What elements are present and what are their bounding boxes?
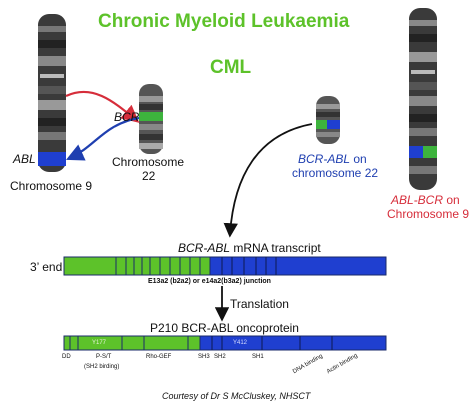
domain-ps-t: P-S/T bbox=[96, 354, 112, 360]
abl-bcr-chromosome-9 bbox=[409, 8, 437, 190]
y177-label: Y177 bbox=[92, 340, 107, 346]
domain-dd: DD bbox=[62, 354, 71, 360]
domain-sh2-binding: (SH2 birding) bbox=[84, 364, 120, 370]
bcr-band bbox=[139, 112, 163, 121]
page-subtitle: CML bbox=[210, 57, 252, 78]
transcript-gene-name: BCR-ABL bbox=[178, 241, 231, 255]
domain-rho-gef: Rho-GEF bbox=[146, 354, 172, 360]
abl-bcr-on-text: on bbox=[443, 193, 460, 207]
chromosome-22-label-line1: Chromosome bbox=[112, 155, 185, 169]
credit-line: Courtesy of Dr S McCluskey, NHSCT bbox=[162, 391, 311, 401]
mrna-transcript-bar bbox=[63, 256, 387, 276]
domain-sh2: SH2 bbox=[214, 354, 226, 360]
bcr-abl-gene-name: BCR-ABL bbox=[298, 152, 351, 166]
bcr-abl-chr22-label-line1: BCR-ABL on bbox=[298, 153, 367, 165]
abl-bcr-gene-name: ABL-BCR bbox=[391, 193, 444, 207]
page-title: Chronic Myeloid Leukaemia bbox=[98, 11, 350, 32]
transcript-title-rest: mRNA transcript bbox=[230, 241, 321, 255]
red-exchange-arrow bbox=[65, 90, 140, 123]
curved-arrow-to-transcript bbox=[223, 123, 313, 238]
bcr-abl-chromosome-22 bbox=[316, 96, 340, 144]
chromosome-9-label: Chromosome 9 bbox=[10, 179, 93, 193]
protein-bar bbox=[63, 335, 387, 351]
domain-sh3: SH3 bbox=[198, 354, 210, 360]
abl-bcr-chr9-label-line2: Chromosome 9 bbox=[387, 207, 470, 221]
abl-gene-label: ABL bbox=[13, 152, 36, 166]
chromosome-22 bbox=[139, 84, 163, 154]
translation-label: Translation bbox=[230, 297, 289, 311]
y412-label: Y412 bbox=[233, 340, 248, 346]
abl-bcr-chr9-label-line1: ABL-BCR on bbox=[391, 194, 460, 206]
protein-title: P210 BCR-ABL oncoprotein bbox=[150, 321, 299, 335]
bcr-abl-chr22-label-line2: chromosome 22 bbox=[292, 166, 379, 180]
abl-band bbox=[38, 152, 66, 166]
three-prime-end-label: 3’ end bbox=[30, 260, 63, 274]
bcr-abl-on-text: on bbox=[350, 152, 367, 166]
junction-label: E13a2 (b2a2) or e14a2(b3a2) junction bbox=[148, 278, 271, 285]
bcr-gene-label: BCR bbox=[114, 110, 140, 124]
domain-sh1: SH1 bbox=[252, 354, 264, 360]
blue-exchange-arrow bbox=[66, 116, 140, 161]
chromosome-9-left bbox=[38, 14, 66, 172]
transcript-title: BCR-ABL mRNA transcript bbox=[178, 242, 321, 254]
chromosome-22-label-line2: 22 bbox=[142, 169, 156, 183]
